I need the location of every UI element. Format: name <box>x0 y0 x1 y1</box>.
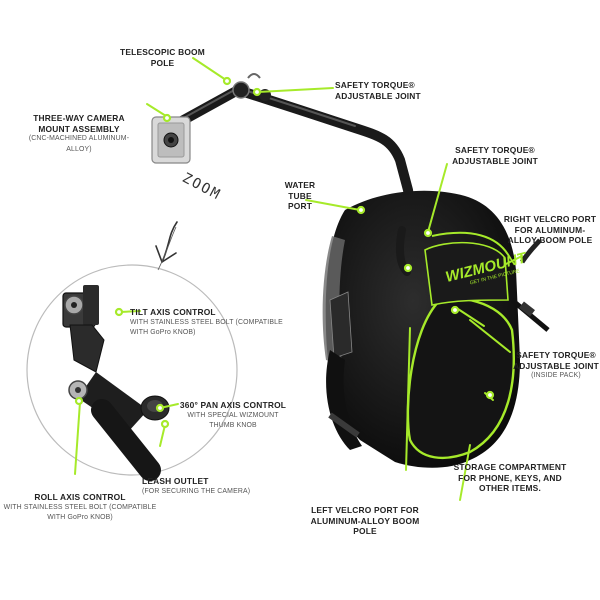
label-title: WATER TUBE PORT <box>284 180 316 211</box>
callout-lines <box>74 57 523 501</box>
label-sub: (INSIDE PACK) <box>531 372 581 379</box>
label-sub: WITH STAINLESS STEEL BOLT (COMPATIBLE WI… <box>3 503 157 522</box>
label-torque-joint-mid: SAFETY TORQUE® ADJUSTABLE JOINT <box>440 145 550 166</box>
label-left-velcro: LEFT VELCRO PORT FOR ALUMINUM-ALLOY BOOM… <box>310 505 420 537</box>
camera-housing <box>151 116 191 164</box>
label-tilt-axis: TILT AXIS CONTROL WITH STAINLESS STEEL B… <box>130 307 290 339</box>
label-title: RIGHT VELCRO PORT FOR ALUMINUM-ALLOY BOO… <box>503 214 597 245</box>
label-three-way-mount: THREE-WAY CAMERA MOUNT ASSEMBLY (CNC-MAC… <box>20 113 138 155</box>
label-pan-axis: 360° PAN AXIS CONTROL WITH SPECIAL WIZMO… <box>178 400 288 432</box>
label-title: SAFETY TORQUE® ADJUSTABLE JOINT <box>513 350 599 371</box>
zoom-arrow <box>155 221 178 263</box>
label-sub: (CNC-MACHINED ALUMINUM-ALLOY) <box>28 135 130 153</box>
backpack <box>322 190 550 468</box>
label-torque-joint-inside: SAFETY TORQUE® ADJUSTABLE JOINT (INSIDE … <box>512 350 600 382</box>
label-torque-joint-top: SAFETY TORQUE® ADJUSTABLE JOINT <box>335 80 430 101</box>
label-storage: STORAGE COMPARTMENT FOR PHONE, KEYS, AND… <box>445 462 575 494</box>
joint-knob-top <box>232 81 250 99</box>
label-right-velcro: RIGHT VELCRO PORT FOR ALUMINUM-ALLOY BOO… <box>500 214 600 246</box>
label-title: STORAGE COMPARTMENT FOR PHONE, KEYS, AND… <box>453 462 567 493</box>
callout-dots <box>74 76 495 429</box>
label-title: SAFETY TORQUE® ADJUSTABLE JOINT <box>335 80 421 101</box>
zoomed-mount-assembly <box>62 285 170 481</box>
label-title: TELESCOPIC BOOM POLE <box>120 47 205 68</box>
label-title: LEFT VELCRO PORT FOR ALUMINUM-ALLOY BOOM… <box>310 505 420 536</box>
label-sub: WITH SPECIAL WIZMOUNT THUMB KNOB <box>187 411 279 430</box>
label-water-tube: WATER TUBE PORT <box>275 180 325 212</box>
label-title: SAFETY TORQUE® ADJUSTABLE JOINT <box>452 145 538 166</box>
label-title: LEASH OUTLET <box>142 476 209 486</box>
label-sub: (FOR SECURING THE CAMERA) <box>142 487 251 495</box>
label-roll-axis: ROLL AXIS CONTROL WITH STAINLESS STEEL B… <box>0 492 160 524</box>
label-title: TILT AXIS CONTROL <box>130 307 216 317</box>
label-sub: WITH STAINLESS STEEL BOLT (COMPATIBLE WI… <box>130 318 283 337</box>
label-title: THREE-WAY CAMERA MOUNT ASSEMBLY <box>33 113 125 134</box>
label-title: 360° PAN AXIS CONTROL <box>179 400 287 410</box>
label-telescopic-pole: TELESCOPIC BOOM POLE <box>115 47 210 68</box>
label-title: ROLL AXIS CONTROL <box>34 492 126 502</box>
label-leash-outlet: LEASH OUTLET (FOR SECURING THE CAMERA) <box>142 476 272 497</box>
